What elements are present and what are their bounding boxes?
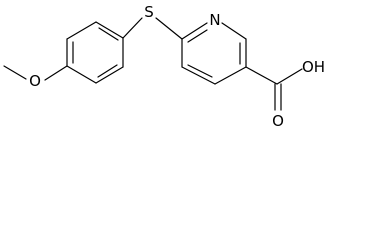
carbonyl-oxygen-label: O [272,112,284,130]
carboxylic-acid-group [245,66,303,111]
sulfur-label: S [144,3,154,21]
thioether-linkage [122,17,183,40]
ether-oxygen-label: O [29,72,41,90]
benzene-ring [66,21,124,84]
methoxy-group [3,65,68,81]
nitrogen-label: N [209,11,220,29]
methyl-bond [3,65,27,80]
chemical-structure: O S N OH O [3,3,325,130]
pyridine-ring [181,22,247,85]
hydroxyl-label: OH [302,58,325,76]
ether-bond-ring [44,65,68,81]
